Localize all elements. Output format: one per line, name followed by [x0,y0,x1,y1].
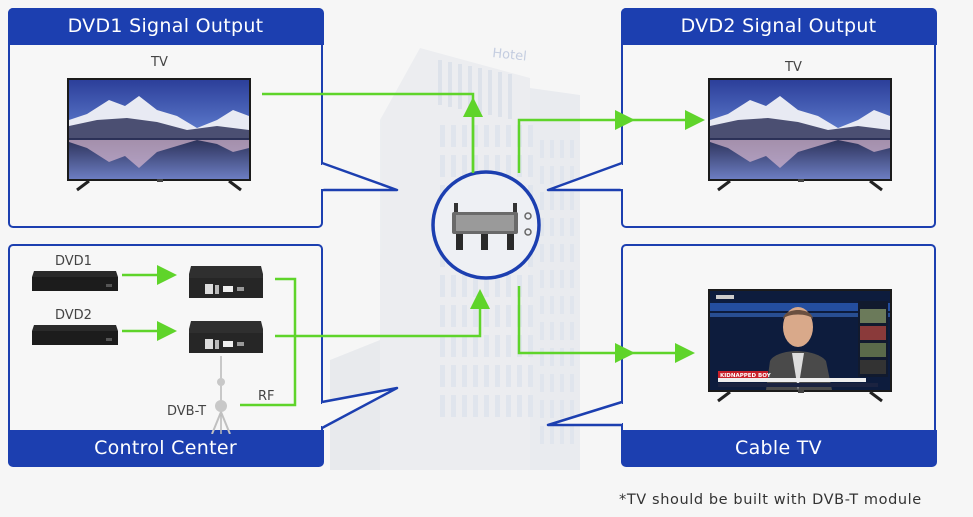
footnote: *TV should be built with DVB-T module [619,492,922,508]
dvd1-player-icon [32,271,118,291]
news-headline: KIDNAPPED BOY [720,373,772,379]
encoder1-icon [189,266,263,298]
panel-title: DVD2 Signal Output [620,7,937,45]
tv-mountain-image [708,78,892,192]
hotel-label: Hotel [492,46,528,65]
dvb-t-tower-icon [211,356,231,434]
panel-control-center: Control Center DVD1 DVD2 DVB-T RF [7,244,324,467]
encoder2-icon [189,321,263,353]
dvd2-label: DVD2 [55,308,92,323]
panel-title: Cable TV [620,429,937,467]
dvd2-player-icon [32,325,118,345]
tv-label: TV [785,60,802,75]
dvb-t-label: DVB-T [167,404,207,419]
rf-label: RF [258,389,275,404]
panel-dvd2-signal-output: DVD2 Signal Output TV [620,7,937,228]
tv-news-image: KIDNAPPED BOY [708,289,892,403]
dvd1-label: DVD1 [55,254,92,269]
tv-label: TV [151,55,168,70]
tv-mountain-image [67,78,251,192]
panel-title: DVD1 Signal Output [7,7,324,45]
panel-cable-tv: Cable TV KIDNAPPED BOY [620,244,937,467]
panel-dvd1-signal-output: DVD1 Signal Output TV [7,7,324,228]
panel-title: Control Center [7,429,324,467]
